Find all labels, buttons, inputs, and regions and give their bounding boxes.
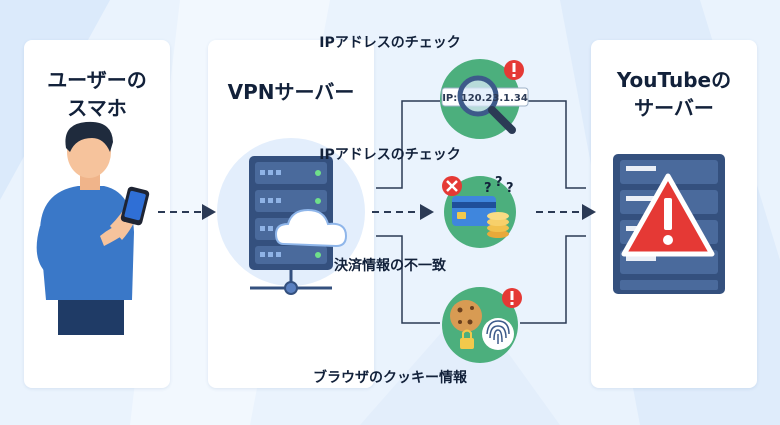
alert-badge-icon bbox=[502, 288, 522, 308]
bracket-right bbox=[520, 100, 586, 324]
check-label-cookie: ブラウザのクッキー情報 bbox=[313, 370, 467, 386]
credit-card-coins-icon bbox=[444, 176, 516, 248]
svg-text:?: ? bbox=[495, 175, 503, 190]
bracket-left bbox=[376, 100, 440, 324]
error-x-icon bbox=[442, 176, 462, 196]
alert-badge-icon bbox=[504, 60, 524, 80]
svg-text:?: ? bbox=[484, 181, 492, 196]
question-marks-icon: ? ? ? bbox=[484, 175, 514, 196]
check-label-payment: 決済情報の不一致 bbox=[334, 258, 446, 274]
vpn-card-title: VPNサーバー bbox=[227, 80, 355, 104]
person-with-phone-icon bbox=[36, 121, 150, 335]
youtube-card-title-line1: YouTubeの bbox=[616, 68, 732, 92]
magnifier-icon bbox=[440, 59, 529, 139]
youtube-server-warning-icon bbox=[613, 154, 725, 294]
ip-address-text: IP: 120.23.1.34 bbox=[442, 93, 528, 104]
youtube-card-title-line2: サーバー bbox=[634, 96, 714, 120]
check-label-ip: IPアドレスのチェック bbox=[319, 147, 461, 163]
user-card-title-line2: スマホ bbox=[67, 96, 127, 120]
cookie-fingerprint-icon bbox=[442, 287, 518, 363]
vpn-server-icon bbox=[217, 138, 365, 295]
svg-text:?: ? bbox=[506, 181, 514, 196]
check-label-ip-top: IPアドレスのチェック bbox=[319, 35, 461, 51]
user-card-title-line1: ユーザーの bbox=[47, 68, 147, 92]
